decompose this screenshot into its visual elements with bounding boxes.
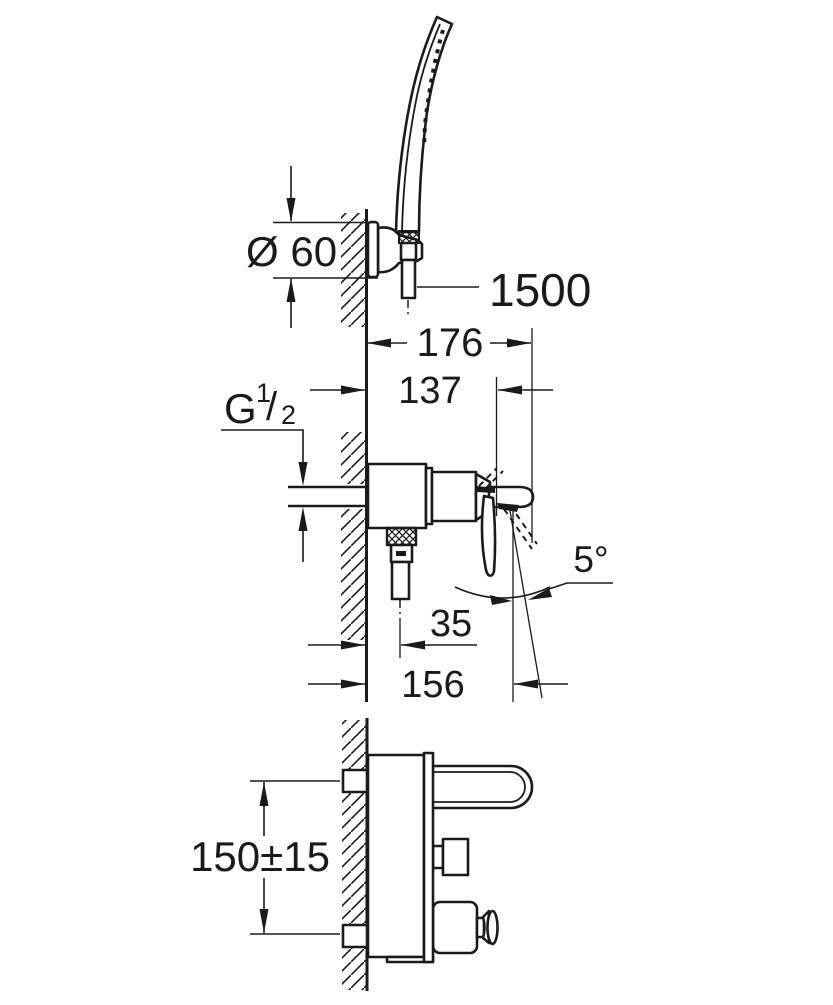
wand-inner-contour: [401, 23, 441, 233]
holder-wall-flange: [366, 220, 380, 279]
arrow-left-icon: [367, 338, 391, 348]
knob-neck: [431, 844, 445, 870]
lever-hub-shadow: [477, 486, 495, 493]
arrow-left-icon: [514, 679, 538, 689]
supply-connector-bottom: [341, 923, 369, 949]
hose-connector-top: [400, 258, 417, 300]
arrow-right-icon: [490, 595, 512, 605]
lever-handle: [487, 485, 535, 509]
angle-arc: [454, 586, 551, 599]
wall-hatching-middle: [341, 509, 367, 640]
grip-end: [399, 241, 418, 262]
arrow-down-icon: [286, 198, 296, 222]
dim-label-overall-depth: 176: [417, 321, 484, 365]
dim-label-holder-diameter: Ø 60: [246, 228, 337, 275]
middle-view-mixer-side: 176 137 G 1 / 2 5° 35 1: [221, 321, 613, 706]
wall-hatching-middle: [341, 432, 367, 484]
dim-label-lever-angle: 5°: [573, 539, 608, 580]
thread-label-sub: 2: [281, 400, 296, 430]
control-knob: [441, 837, 470, 877]
thread-label-g: G: [224, 385, 257, 432]
thread-label-slash: /: [266, 385, 278, 429]
arrow-down-icon: [298, 462, 308, 486]
lever-tilt-ghost-down: [503, 504, 538, 550]
thread-label-sup: 1: [256, 378, 271, 408]
top-view-hand-shower: Ø 60 1500: [246, 15, 591, 702]
dim-label-lever-reach: 156: [401, 664, 464, 706]
arrow-down-icon: [259, 909, 269, 933]
face-plate: [422, 751, 435, 964]
mixer-body: [366, 462, 428, 530]
diverter-knob-cap: [486, 909, 499, 946]
arrow-right-icon: [341, 679, 365, 689]
arrow-up-icon: [286, 278, 296, 302]
dim-label-hose-length: 1500: [489, 264, 591, 316]
arrow-right-icon: [341, 640, 365, 650]
wall-hatching-top: [341, 213, 366, 327]
cartridge-housing: [430, 470, 478, 523]
angle-leader-line: [548, 582, 613, 590]
diverter-housing: [431, 900, 479, 955]
arrow-left-icon: [498, 385, 522, 395]
dim-label-connection-spacing: 150±15: [190, 833, 330, 880]
lever-tilt-ghost-up: [478, 467, 504, 490]
grip-knurled-ferrule: [398, 230, 420, 244]
supply-connector-top: [341, 768, 369, 794]
dim-label-hose-offset: 35: [430, 603, 472, 645]
lever-tilted-reference: [508, 504, 543, 699]
arrow-up-icon: [259, 782, 269, 806]
arrow-right-icon: [341, 385, 365, 395]
loop-handle: [433, 764, 534, 810]
hand-shower-wand: [394, 15, 454, 234]
hose-fitting-slot: [396, 551, 406, 556]
arrow-up-icon: [298, 507, 308, 531]
wall-hatching-bottom: [342, 720, 367, 990]
lever-blade: [480, 494, 497, 578]
bottom-view-mixer-plan: 150±15: [190, 718, 534, 991]
hose-knurled-nut: [385, 526, 418, 547]
wand-spray-face: [422, 29, 445, 149]
loop-handle-inner: [433, 771, 526, 803]
mixer-body-plan: [366, 753, 426, 959]
hose-outlet: [390, 560, 411, 601]
thread-leader-line: [221, 429, 304, 462]
arrow-left-icon: [528, 588, 552, 600]
dim-label-body-depth: 137: [398, 370, 461, 412]
arrow-right-icon: [507, 338, 531, 348]
arrow-left-icon: [401, 640, 425, 650]
